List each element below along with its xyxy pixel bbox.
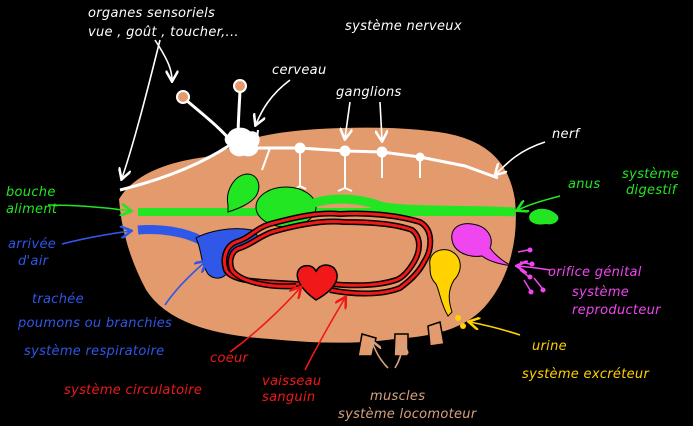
ganglion [294,142,306,154]
label-trachea: trachée [32,292,84,307]
excretory-system [429,249,466,329]
label-nervous-system: système nerveux [345,19,462,34]
label-anus: anus [568,177,600,192]
urine-drop [455,315,461,321]
circulatory-system [221,210,434,301]
ganglion [376,146,388,158]
label-lungs-gills: poumons ou branchies [17,316,172,331]
droppings [529,208,559,225]
label-air-inlet-2: d'air [18,254,50,269]
nervous-system [119,79,499,192]
label-digestive-system-2: digestif [626,183,679,198]
label-reproductive-system-2: reproducteur [572,303,662,318]
kidney [429,249,461,317]
label-heart: coeur [210,351,250,366]
label-senses: vue , goût , toucher,... [88,25,239,40]
ganglion [415,152,425,162]
heart [296,264,338,301]
label-nerve: nerf [552,127,581,142]
gametes [517,247,546,295]
label-respiratory-system: système respiratoire [24,344,164,359]
label-excretory-system: système excréteur [522,367,650,382]
label-blood-vessel-1: vaisseau [262,374,321,389]
leg [427,321,445,347]
label-muscles: muscles [370,389,425,404]
urine-drop [460,323,466,329]
label-ganglia: ganglions [336,85,402,100]
ganglion [339,145,351,157]
label-mouth: bouche [6,185,56,200]
label-urine: urine [532,339,567,354]
label-food: aliment [6,202,58,217]
label-locomotor-system: système locomoteur [338,407,478,422]
label-digestive-system-1: système [622,167,679,182]
pointer-arrows [47,39,561,371]
label-genital-orifice: orifice génital [548,265,642,280]
brain [224,127,260,157]
label-sensory-organs: organes sensoriels [88,6,215,21]
label-blood-vessel-2: sanguin [262,390,315,405]
label-brain: cerveau [272,63,327,78]
label-reproductive-system-1: système [572,285,629,300]
label-circulatory-system: système circulatoire [64,383,202,398]
gonad [451,223,513,267]
label-air-inlet-1: arrivée [8,237,56,252]
animal-body [116,125,518,357]
